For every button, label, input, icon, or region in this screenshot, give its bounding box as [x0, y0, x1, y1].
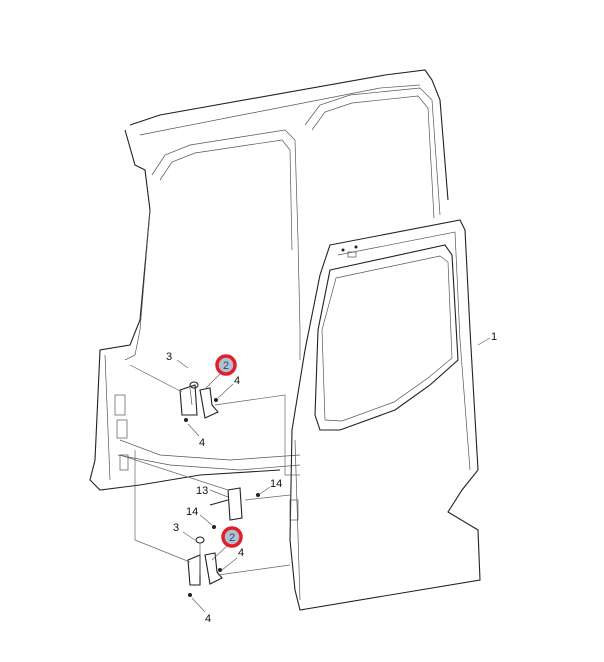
callout-hinge-upper[interactable]: 2	[215, 354, 237, 376]
label-bolt-lower-a: 4	[238, 547, 244, 559]
lower-hinge	[134, 450, 291, 586]
door-panel	[289, 219, 481, 611]
check-link	[119, 454, 291, 521]
bolt-icon	[214, 398, 218, 402]
bolt-icon	[218, 568, 222, 572]
screw-icon	[212, 525, 216, 529]
bolt-icon	[184, 418, 188, 422]
label-screw-b: 14	[186, 506, 198, 518]
label-cap-upper: 3	[166, 351, 172, 363]
label-hinge-upper: 2	[223, 360, 229, 372]
cab-frame	[89, 69, 449, 491]
callout-hinge-lower[interactable]: 2	[221, 526, 243, 548]
bolt-icon	[188, 593, 192, 597]
label-hinge-lower: 2	[229, 532, 235, 544]
label-screw-a: 14	[270, 478, 282, 490]
label-check-link: 13	[196, 485, 208, 497]
label-door: 1	[491, 331, 497, 343]
leader-lines	[176, 337, 491, 613]
label-bolt-upper-b: 4	[199, 437, 205, 449]
label-bolt-upper-a: 4	[234, 375, 240, 387]
label-cap-lower: 3	[173, 522, 179, 534]
upper-hinge	[129, 364, 300, 476]
label-bolt-lower-b: 4	[205, 613, 211, 625]
screw-icon	[256, 493, 260, 497]
